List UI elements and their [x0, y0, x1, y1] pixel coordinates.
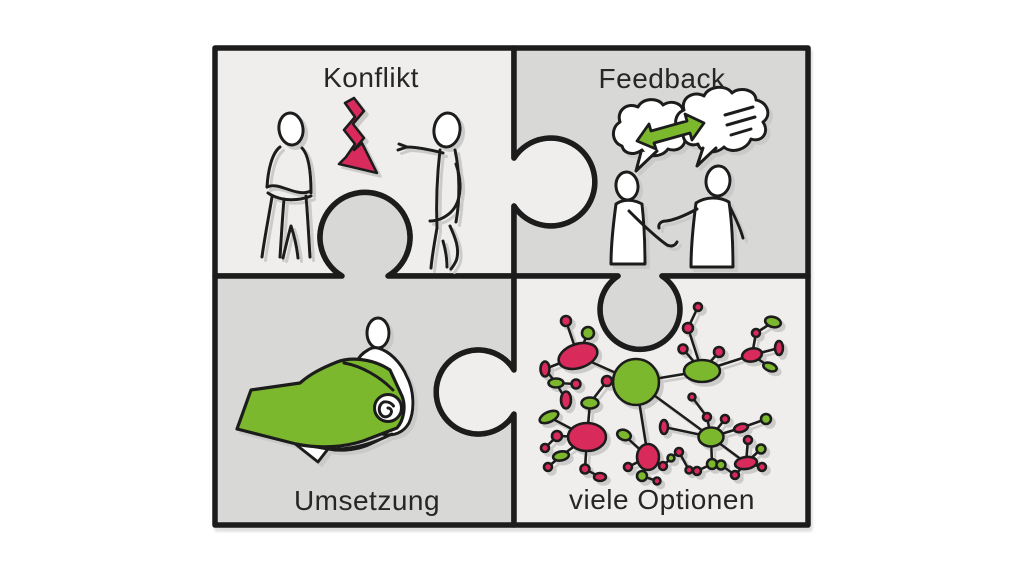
feedback-right-figure [657, 164, 745, 269]
conflict-right-figure [396, 111, 462, 271]
network-cluster-lower-left [538, 409, 608, 483]
label-konflikt: Konflikt [323, 62, 419, 93]
network-cluster-upper-right [677, 301, 785, 384]
options-network [538, 301, 785, 486]
carpet-underside-strip [326, 432, 394, 452]
speech-cloud-right-tail [695, 146, 718, 168]
right-figure-head [432, 111, 462, 149]
right-figure-head [704, 164, 732, 198]
feedback-illustration [609, 85, 770, 269]
carpet-roll-line [342, 361, 395, 392]
pointing-arm [396, 142, 445, 155]
right-figure-gesture-arm [657, 207, 699, 230]
figure-head [365, 316, 391, 350]
green-arrow-carpet [235, 357, 406, 464]
carpet-arrow-body [235, 357, 406, 449]
left-figure-head [277, 111, 305, 147]
label-umsetzung: Umsetzung [294, 485, 440, 516]
speech-clouds [612, 85, 770, 173]
label-feedback: Feedback [599, 63, 726, 94]
piece-labels: Konflikt Feedback Umsetzung viele Option… [294, 62, 755, 516]
network-cluster-lower-right [658, 392, 773, 481]
konflikt-illustration [260, 96, 462, 271]
network-cluster-upper-left [539, 314, 614, 410]
network-cluster-bottom-middle [615, 428, 694, 486]
zigzag-conflict-arrow-icon [337, 96, 379, 175]
left-figure-head [614, 170, 640, 202]
double-arrow-icon [635, 112, 706, 151]
speech-cloud-left-tail [634, 149, 659, 173]
feedback-left-figure [609, 170, 679, 266]
label-viele-optionen: viele Optionen [569, 484, 755, 515]
crossed-arms [265, 184, 313, 195]
right-figure-arm [728, 205, 745, 240]
conflict-left-figure [260, 111, 313, 260]
umsetzung-illustration [235, 316, 415, 464]
speech-lines [723, 105, 757, 137]
carpet-roll-spiral [377, 400, 395, 419]
left-figure-arm [627, 209, 679, 248]
network-hub-node [611, 357, 661, 407]
